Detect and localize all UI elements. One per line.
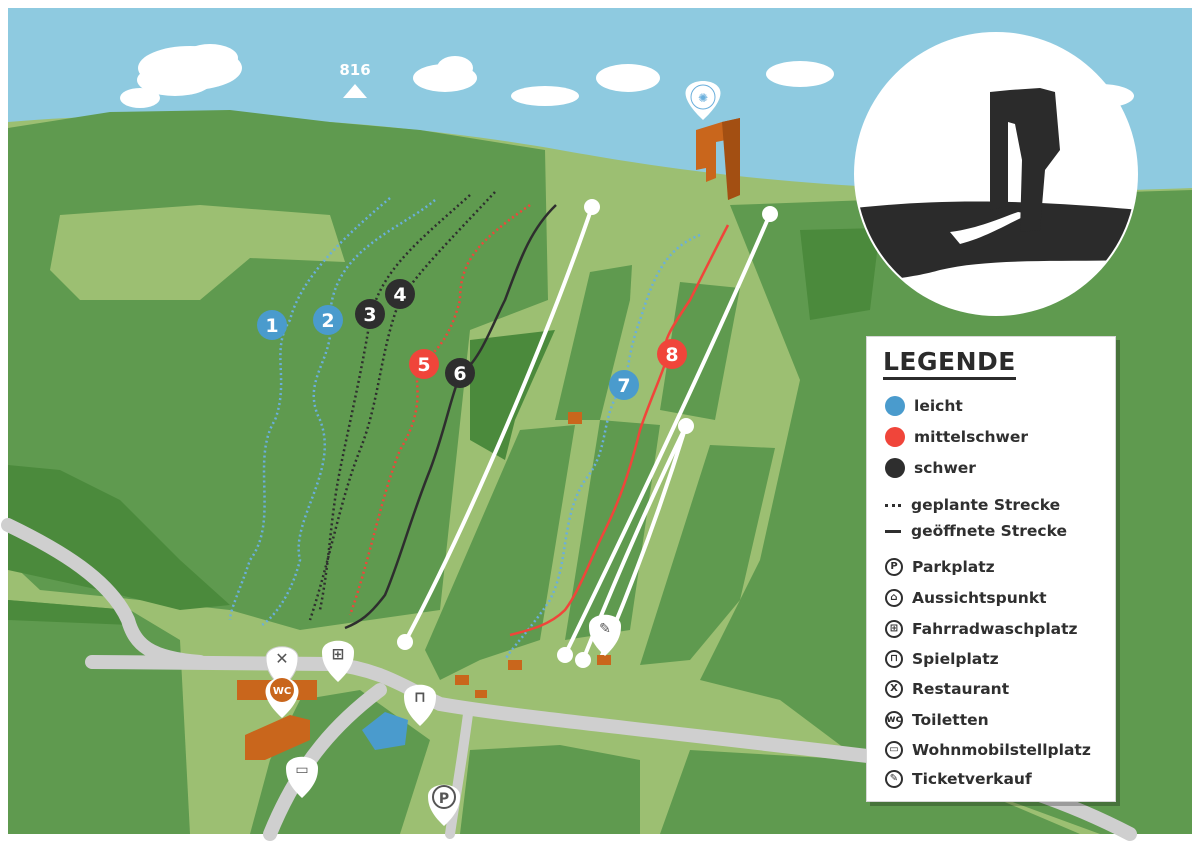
- legend-label: mittelschwer: [914, 428, 1029, 446]
- poi-pins: ✕ WC ⊞ ⊓ ▭ P ✎: [265, 614, 621, 826]
- trail-badge-3: [355, 299, 385, 329]
- legend-item-wohnmobilstellplatz: ▭ Wohnmobilstellplatz: [885, 739, 1091, 761]
- svg-text:7: 7: [617, 375, 630, 397]
- viewpoint-icon: ⌂: [885, 589, 903, 607]
- camper-icon: ▭: [295, 762, 308, 778]
- svg-text:4: 4: [393, 284, 406, 306]
- legend-item-restaurant: X Restaurant: [885, 678, 1009, 700]
- legend-label: Parkplatz: [912, 558, 995, 576]
- parking-pin: P: [428, 784, 460, 826]
- legend-item-aussichtspunkt: ⌂ Aussichtspunkt: [885, 587, 1047, 609]
- bike-wash-icon: ⊞: [885, 620, 903, 638]
- camper-icon: ▭: [885, 741, 903, 759]
- parking-icon: P: [439, 791, 449, 807]
- svg-text:6: 6: [453, 363, 466, 385]
- viewpoint-pin: ✺: [685, 81, 721, 120]
- lake: [362, 712, 408, 750]
- forest-bottom-2: [460, 745, 640, 834]
- difficulty-dot-icon: [885, 458, 905, 478]
- legend-label: Wohnmobilstellplatz: [912, 741, 1091, 759]
- legend-item-spielplatz: ⊓ Spielplatz: [885, 648, 999, 670]
- legend-panel: LEGENDE leicht mittelschwer schwer gepla…: [866, 336, 1116, 802]
- trail-badge-4: [385, 279, 415, 309]
- legend-item-open: geöffnete Strecke: [885, 520, 1067, 542]
- legend-item-leicht: leicht: [885, 395, 963, 417]
- legend-item-fahrradwaschplatz: ⊞ Fahrradwaschplatz: [885, 618, 1078, 640]
- trails: [228, 191, 730, 661]
- trail-3-planned: [318, 194, 471, 611]
- restaurant-icon: ✕: [275, 649, 288, 668]
- trail-badge-2: [313, 305, 343, 335]
- ticket-icon: ✎: [885, 770, 903, 788]
- landmark-sculpture: [696, 118, 740, 200]
- wc-icon: wc: [885, 711, 903, 729]
- legend-label: schwer: [914, 459, 976, 477]
- trail-badge-5: [409, 349, 439, 379]
- camper-pin: ▭: [286, 756, 318, 798]
- svg-text:2: 2: [321, 310, 334, 332]
- ticket-pin: ✎: [589, 614, 621, 656]
- clouds: [120, 44, 1134, 108]
- parking-icon: P: [885, 558, 903, 576]
- forest-left: [8, 110, 548, 834]
- solid-line-icon: [885, 529, 901, 533]
- legend-label: Restaurant: [912, 680, 1010, 698]
- trail-8-open: [509, 224, 730, 637]
- restaurant-pin: ✕: [265, 646, 299, 689]
- lift-stations: [397, 199, 778, 668]
- restaurant-icon: X: [885, 680, 903, 698]
- playground-pin: ⊓: [404, 684, 436, 726]
- legend-label: Fahrradwaschplatz: [912, 620, 1078, 638]
- legend-item-mittelschwer: mittelschwer: [885, 426, 1028, 448]
- wc-icon: WC: [273, 686, 291, 697]
- trail-badges: 1 2 3 4 5 6 7 8: [257, 279, 687, 400]
- legend-label: leicht: [914, 397, 963, 415]
- legend-label: Ticketverkauf: [912, 770, 1032, 788]
- trail-badge-7: [609, 370, 639, 400]
- legend-item-ticketverkauf: ✎ Ticketverkauf: [885, 768, 1032, 790]
- peak-label: 816: [339, 61, 370, 79]
- difficulty-dot-icon: [885, 396, 905, 416]
- legend-label: geöffnete Strecke: [911, 522, 1067, 540]
- trail-badge-1: [257, 310, 287, 340]
- wc-pin: WC: [265, 677, 299, 718]
- svg-text:1: 1: [265, 315, 278, 337]
- logo-badge: [854, 32, 1138, 316]
- legend-item-parkplatz: P Parkplatz: [885, 556, 995, 578]
- legend-label: Toiletten: [912, 711, 989, 729]
- legend-item-planned: geplante Strecke: [885, 494, 1060, 516]
- trail-6-open: [344, 204, 557, 630]
- legend-item-schwer: schwer: [885, 457, 976, 479]
- playground-icon: ⊓: [885, 650, 903, 668]
- trail-1-planned: [228, 197, 391, 621]
- playground-icon: ⊓: [414, 688, 426, 706]
- trail-badge-8: [657, 339, 687, 369]
- ticket-icon: ✎: [599, 621, 611, 637]
- bike-wash-pin: ⊞: [322, 640, 354, 682]
- forest-center: [425, 265, 775, 680]
- svg-text:3: 3: [363, 304, 376, 326]
- trail-badge-6: [445, 358, 475, 388]
- difficulty-dot-icon: [885, 427, 905, 447]
- svg-text:5: 5: [417, 354, 430, 376]
- dotted-line-icon: [885, 503, 901, 507]
- bike-wash-icon: ⊞: [332, 645, 345, 663]
- legend-title: LEGENDE: [883, 347, 1016, 380]
- legend-label: Aussichtspunkt: [912, 589, 1047, 607]
- trail-2-planned: [261, 199, 436, 627]
- svg-text:8: 8: [665, 344, 678, 366]
- legend-label: Spielplatz: [912, 650, 999, 668]
- legend-label: geplante Strecke: [911, 496, 1061, 514]
- viewpoint-icon: ✺: [698, 91, 708, 105]
- legend-item-toiletten: wc Toiletten: [885, 709, 989, 731]
- peak-marker-icon: [343, 84, 367, 98]
